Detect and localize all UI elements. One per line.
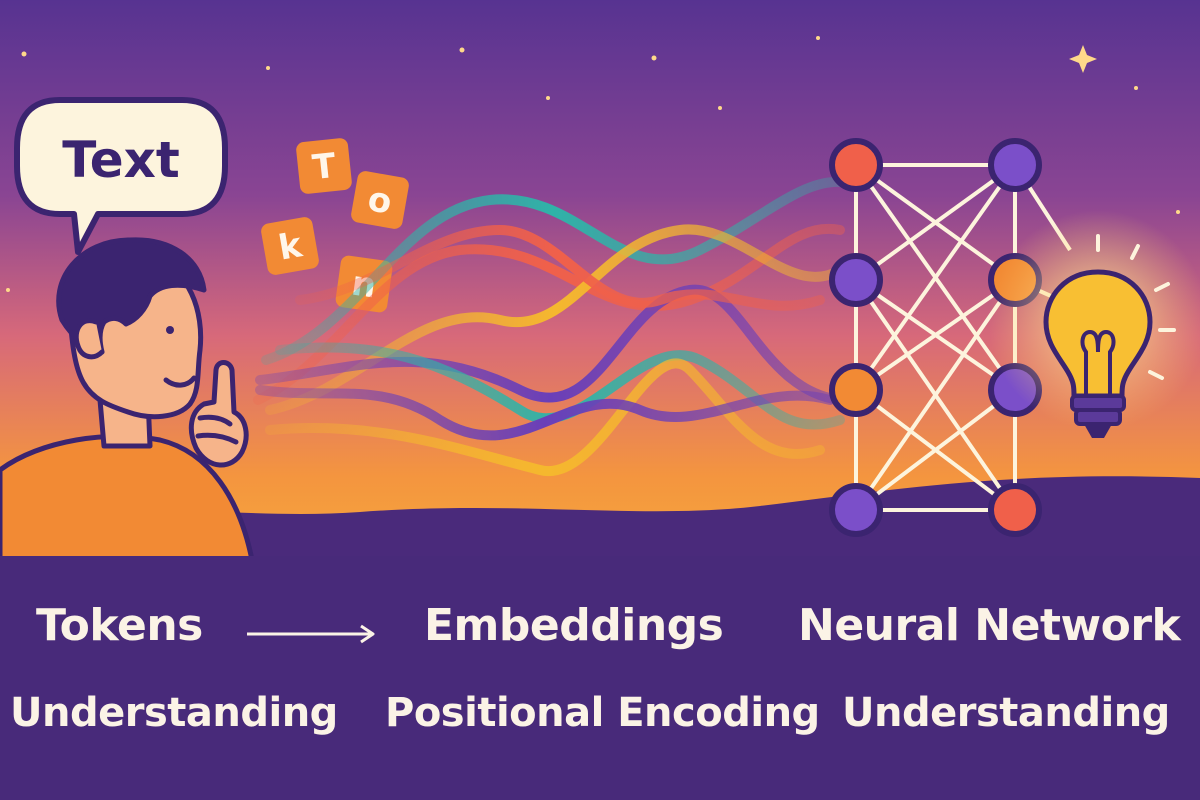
- person-icon: [0, 237, 255, 563]
- tokens-label: Tokens: [36, 600, 203, 651]
- neural-network-label: Neural Network: [798, 600, 1181, 651]
- token-tile-letter: T: [310, 146, 338, 188]
- stars-icon: [6, 36, 1180, 292]
- speech-bubble-text: Text: [62, 131, 180, 189]
- speech-bubble-icon: Text: [14, 97, 228, 255]
- understanding-label-right: Understanding: [842, 690, 1170, 736]
- lightbulb-icon: [988, 210, 1200, 438]
- embedding-waves-icon: [253, 176, 845, 477]
- neural-network-icon: [829, 138, 1072, 537]
- arrow-right-icon: [247, 624, 375, 644]
- label-banner: [0, 556, 1200, 800]
- hill-silhouette: [0, 476, 1200, 560]
- embeddings-label: Embeddings: [424, 600, 724, 651]
- understanding-label-left: Understanding: [10, 690, 338, 736]
- positional-encoding-label: Positional Encoding: [385, 690, 820, 736]
